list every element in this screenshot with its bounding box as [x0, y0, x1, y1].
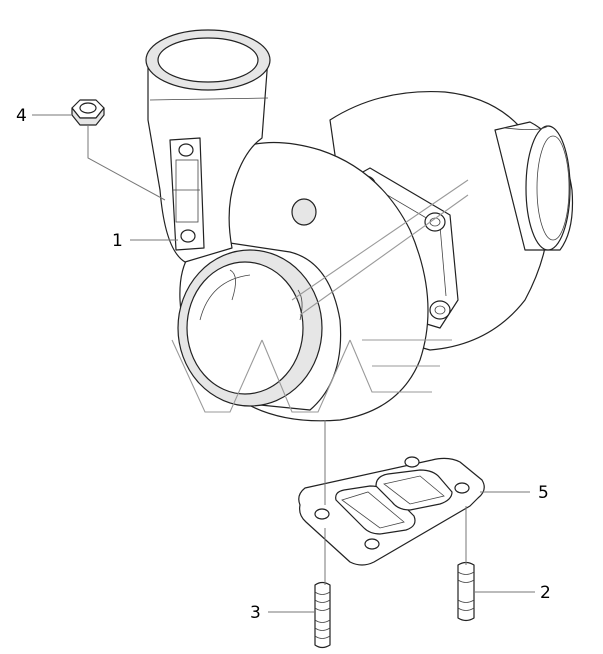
inlet-elbow	[145, 29, 271, 263]
gasket	[298, 456, 485, 566]
watermark-logo	[171, 179, 469, 413]
callout-2: 2	[540, 583, 551, 603]
callout-1: 1	[112, 231, 123, 251]
callout-4: 4	[16, 106, 27, 126]
callout-5: 5	[538, 483, 549, 503]
leader-lines	[32, 114, 535, 613]
flange-bolt	[424, 212, 446, 232]
flange-bolt	[429, 300, 451, 320]
stud-right	[457, 561, 475, 622]
hex-nut	[71, 99, 105, 126]
stud-left	[314, 581, 331, 649]
plug-boss	[291, 198, 317, 226]
callout-labels: 4 1 5 2 3	[16, 106, 551, 623]
callout-3: 3	[250, 603, 261, 623]
